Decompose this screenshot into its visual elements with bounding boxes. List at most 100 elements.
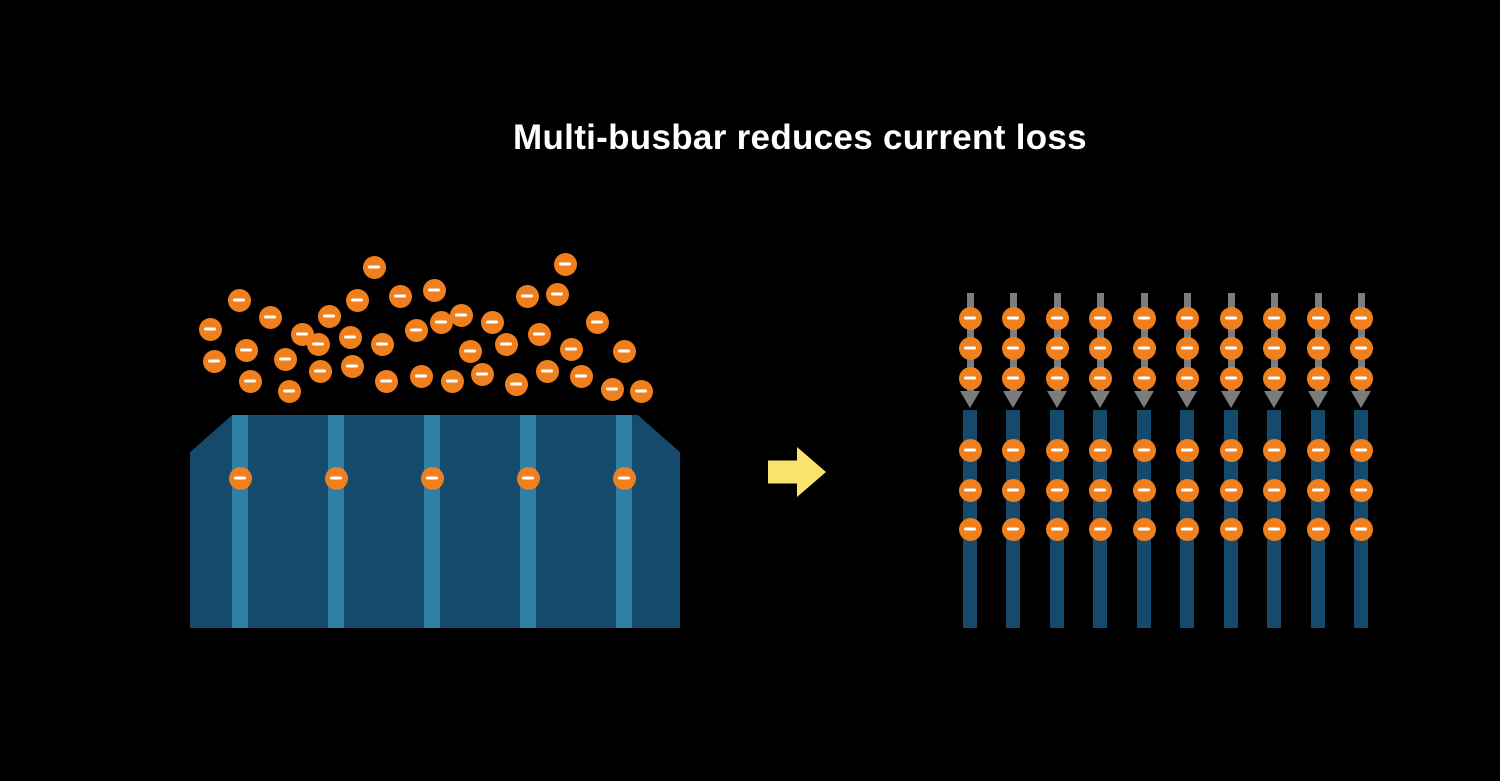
free-electron-icon xyxy=(629,379,653,403)
collected-electron-icon xyxy=(1001,438,1025,462)
collected-electron-icon xyxy=(1219,517,1243,541)
collected-electron-icon xyxy=(1175,517,1199,541)
collected-electron-icon xyxy=(1306,478,1330,502)
busbar-electron-icon xyxy=(612,466,636,490)
collected-electron-icon xyxy=(1175,478,1199,502)
flowing-electron-icon xyxy=(1306,366,1330,390)
free-electron-icon xyxy=(440,369,464,393)
free-electron-icon xyxy=(559,337,583,361)
free-electron-icon xyxy=(273,347,297,371)
collected-electron-icon xyxy=(1262,438,1286,462)
free-electron-icon xyxy=(535,359,559,383)
collected-electron-icon xyxy=(958,517,982,541)
free-electron-icon xyxy=(277,379,301,403)
free-electron-icon xyxy=(338,325,362,349)
free-electron-icon xyxy=(374,369,398,393)
flow-arrow-head-icon xyxy=(1177,391,1197,408)
free-electron-icon xyxy=(429,310,453,334)
flowing-electron-icon xyxy=(1045,366,1069,390)
collected-electron-icon xyxy=(1349,438,1373,462)
flowing-electron-icon xyxy=(1001,306,1025,330)
collected-electron-icon xyxy=(1306,438,1330,462)
flowing-electron-icon xyxy=(958,366,982,390)
flowing-electron-icon xyxy=(1349,366,1373,390)
flowing-electron-icon xyxy=(1306,306,1330,330)
free-electron-icon xyxy=(470,362,494,386)
free-electron-icon xyxy=(340,354,364,378)
flowing-electron-icon xyxy=(1175,366,1199,390)
collected-electron-icon xyxy=(1001,517,1025,541)
free-electron-icon xyxy=(308,359,332,383)
flow-arrow-head-icon xyxy=(1003,391,1023,408)
flowing-electron-icon xyxy=(1262,366,1286,390)
free-electron-icon xyxy=(409,364,433,388)
free-electron-icon xyxy=(345,288,369,312)
flow-arrow-head-icon xyxy=(1308,391,1328,408)
busbar-electron-icon xyxy=(516,466,540,490)
page-title: Multi-busbar reduces current loss xyxy=(513,118,1087,157)
flowing-electron-icon xyxy=(1001,336,1025,360)
free-electron-icon xyxy=(306,332,330,356)
collected-electron-icon xyxy=(1088,517,1112,541)
flow-arrow-head-icon xyxy=(1264,391,1284,408)
free-electron-icon xyxy=(612,339,636,363)
flowing-electron-icon xyxy=(1349,336,1373,360)
collected-electron-icon xyxy=(1045,478,1069,502)
free-electron-icon xyxy=(238,369,262,393)
flowing-electron-icon xyxy=(1132,306,1156,330)
collected-electron-icon xyxy=(958,438,982,462)
solar-cell xyxy=(190,415,680,628)
flow-arrow-head-icon xyxy=(960,391,980,408)
collected-electron-icon xyxy=(1306,517,1330,541)
free-electron-icon xyxy=(317,304,341,328)
collected-electron-icon xyxy=(1219,438,1243,462)
flowing-electron-icon xyxy=(958,306,982,330)
flow-arrow-head-icon xyxy=(1351,391,1371,408)
free-electron-icon xyxy=(202,349,226,373)
flow-arrow-head-icon xyxy=(1090,391,1110,408)
free-electron-icon xyxy=(494,332,518,356)
free-electron-icon xyxy=(569,364,593,388)
collected-electron-icon xyxy=(1045,517,1069,541)
free-electron-icon xyxy=(515,284,539,308)
free-electron-icon xyxy=(553,252,577,276)
flowing-electron-icon xyxy=(1045,336,1069,360)
flowing-electron-icon xyxy=(1175,306,1199,330)
flowing-electron-icon xyxy=(1132,366,1156,390)
flowing-electron-icon xyxy=(1001,366,1025,390)
free-electron-icon xyxy=(404,318,428,342)
free-electron-icon xyxy=(545,282,569,306)
busbar-electron-icon xyxy=(420,466,444,490)
flow-arrow-head-icon xyxy=(1221,391,1241,408)
collected-electron-icon xyxy=(1045,438,1069,462)
free-electron-icon xyxy=(388,284,412,308)
flowing-electron-icon xyxy=(1088,306,1112,330)
free-electron-icon xyxy=(258,305,282,329)
free-electron-icon xyxy=(422,278,446,302)
flowing-electron-icon xyxy=(1262,306,1286,330)
flowing-electron-icon xyxy=(1088,336,1112,360)
flowing-electron-icon xyxy=(958,336,982,360)
busbar-electron-icon xyxy=(228,466,252,490)
free-electron-icon xyxy=(480,310,504,334)
free-electron-icon xyxy=(227,288,251,312)
flowing-electron-icon xyxy=(1219,366,1243,390)
free-electron-icon xyxy=(458,339,482,363)
flowing-electron-icon xyxy=(1045,306,1069,330)
collected-electron-icon xyxy=(958,478,982,502)
free-electron-icon xyxy=(234,338,258,362)
free-electron-icon xyxy=(504,372,528,396)
collected-electron-icon xyxy=(1132,478,1156,502)
collected-electron-icon xyxy=(1175,438,1199,462)
collected-electron-icon xyxy=(1088,438,1112,462)
free-electron-icon xyxy=(585,310,609,334)
free-electron-icon xyxy=(198,317,222,341)
collected-electron-icon xyxy=(1349,478,1373,502)
busbar-electron-icon xyxy=(324,466,348,490)
collected-electron-icon xyxy=(1349,517,1373,541)
free-electron-icon xyxy=(600,377,624,401)
flow-arrow-head-icon xyxy=(1134,391,1154,408)
